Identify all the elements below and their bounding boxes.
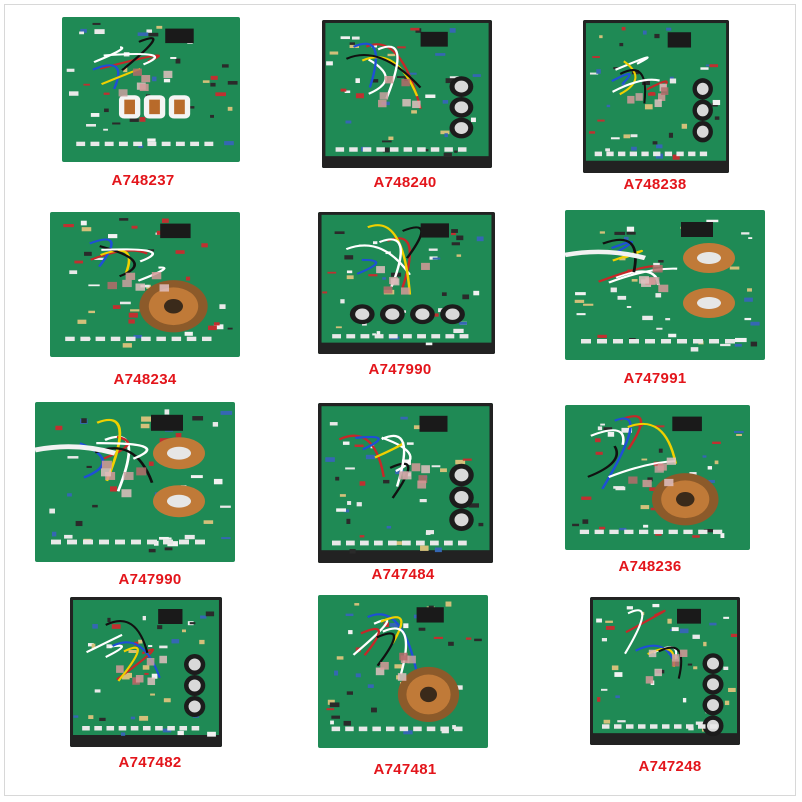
part-number-label: A748238: [623, 176, 687, 193]
pcb-board-photo: [62, 17, 240, 162]
pcb-board-photo: [590, 597, 740, 745]
pcb-board-photo: [565, 210, 765, 360]
pcb-board-photo: [35, 402, 235, 562]
part-number-label: A747481: [373, 761, 437, 778]
pcb-board-photo: [583, 20, 729, 173]
pcb-board-photo: [318, 595, 488, 748]
pcb-board-photo: [318, 212, 495, 354]
part-number-label: A748237: [111, 172, 175, 189]
pcb-board-photo: [50, 212, 240, 357]
part-number-label: A747990: [118, 571, 182, 588]
part-number-label: A747484: [371, 566, 435, 583]
pcb-board-photo: [318, 403, 493, 563]
part-number-label: A747248: [638, 758, 702, 775]
pcb-board-photo: [322, 20, 492, 168]
part-number-label: A747990: [368, 361, 432, 378]
part-number-label: A748240: [373, 174, 437, 191]
part-number-label: A748236: [618, 558, 682, 575]
image-frame: [4, 4, 796, 796]
part-number-label: A747991: [623, 370, 687, 387]
part-number-label: A748234: [113, 371, 177, 388]
pcb-board-photo: [70, 597, 222, 747]
pcb-board-photo: [565, 405, 750, 550]
part-number-label: A747482: [118, 754, 182, 771]
